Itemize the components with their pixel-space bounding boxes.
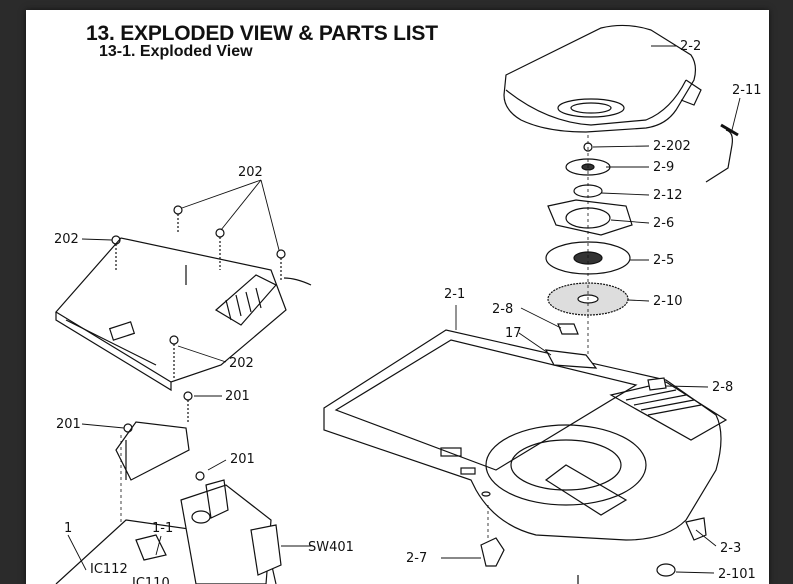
callout-2-2: 2-2 — [680, 39, 701, 54]
callout-2-12: 2-12 — [653, 188, 683, 203]
main-pcb-part — [55, 237, 312, 392]
callout-202-top: 202 — [238, 165, 263, 180]
callout-sw401: SW401 — [308, 540, 354, 555]
callout-2-3: 2-3 — [720, 541, 741, 556]
page-title: 13. EXPLODED VIEW & PARTS LIST — [86, 22, 438, 45]
callout-2-10: 2-10 — [653, 294, 683, 309]
callout-2-9: 2-9 — [653, 160, 674, 175]
callout-2-101: 2-101 — [718, 567, 756, 582]
callout-2-8-lower: 2-8 — [712, 380, 733, 395]
callout-201-b: 201 — [56, 417, 81, 432]
callout-201-a: 201 — [225, 389, 250, 404]
callout-2-11: 2-11 — [732, 83, 762, 98]
callout-17: 17 — [505, 326, 522, 341]
gear-part — [656, 563, 676, 577]
base-unit-part — [323, 329, 728, 541]
callout-ic112: IC112 — [90, 562, 128, 577]
callout-201-c: 201 — [230, 452, 255, 467]
latch-part — [480, 537, 505, 567]
callout-202-left: 202 — [54, 232, 79, 247]
sheet-part — [544, 349, 598, 369]
screws-202 — [111, 205, 286, 378]
callout-2-202: 2-202 — [653, 139, 691, 154]
spring-part — [705, 129, 733, 183]
callout-ic110: IC110 — [132, 576, 170, 584]
callout-2-5: 2-5 — [653, 253, 674, 268]
top-lid-part — [503, 24, 739, 137]
pad-part — [557, 323, 579, 335]
knob-part — [685, 517, 707, 541]
callout-1: 1 — [64, 521, 72, 536]
callout-2-6: 2-6 — [653, 216, 674, 231]
exploded-view-diagram: 2-2 2-11 2-202 2-9 2-12 2-6 2-5 2-10 2-1… — [54, 24, 762, 584]
callout-2-1: 2-1 — [444, 287, 465, 302]
center-stack-parts — [545, 142, 633, 316]
lower-board-part — [55, 391, 282, 584]
pad-part-b — [647, 377, 667, 391]
callout-1-1: 1-1 — [152, 521, 173, 536]
manual-page: 13. EXPLODED VIEW & PARTS LIST 13-1. Exp… — [26, 10, 769, 584]
callout-2-8-upper: 2-8 — [492, 302, 513, 317]
callout-202-mid: 202 — [229, 356, 254, 371]
leader-lines — [67, 45, 741, 574]
callout-2-7: 2-7 — [406, 551, 427, 566]
page-subtitle: 13-1. Exploded View — [99, 43, 253, 60]
